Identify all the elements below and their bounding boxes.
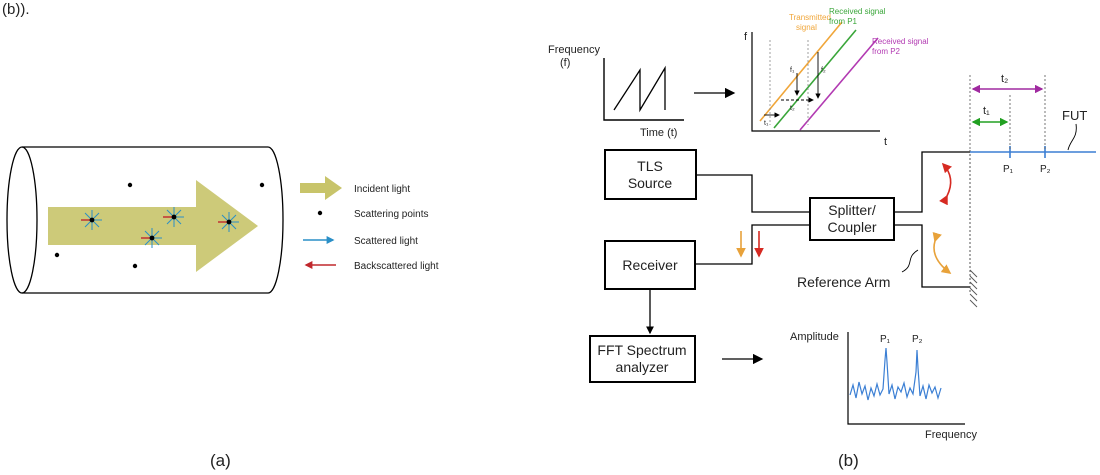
scattering-point	[54, 252, 60, 258]
transmitted-signal-line	[759, 21, 843, 122]
orange-curved-arrow	[932, 231, 952, 274]
receiver-to-splitter-wire	[695, 224, 810, 265]
transmitted-label-2: signal	[796, 23, 817, 32]
legend: Incident light Scattering points Scatter…	[300, 176, 439, 272]
legend-scattering-label: Scattering points	[354, 209, 429, 220]
legend-incident-swatch	[300, 176, 342, 200]
top-text: (b)).	[2, 1, 30, 18]
splitter-to-reference-wire	[894, 224, 970, 288]
fft-analyzer-block	[589, 335, 696, 383]
sweep-xlabel: Time (t)	[640, 127, 677, 139]
scattering-center	[218, 212, 239, 232]
fiber-t2-label: t₂	[1001, 73, 1008, 85]
splitter-label: Splitter/	[828, 202, 876, 218]
spectrum-ylabel: Amplitude	[790, 331, 839, 343]
sweep-plot: Frequency (f) Time (t)	[548, 44, 736, 139]
received-p1-label: Received signal	[829, 7, 886, 16]
beat-f1-label: f₁	[790, 67, 795, 74]
fiber-p1-label: P₁	[1003, 164, 1014, 175]
scattering-point	[259, 182, 265, 188]
reference-arm-label: Reference Arm	[797, 274, 890, 290]
legend-scattering-swatch	[317, 210, 323, 216]
spectrum-xlabel: Frequency	[925, 429, 977, 441]
tls-source-label-2: Source	[628, 175, 673, 191]
tls-source-block	[604, 149, 697, 200]
legend-scattered-label: Scattered light	[354, 236, 418, 247]
sweep-ylabel: Frequency	[548, 44, 600, 56]
received-p1-label-2: from P1	[829, 17, 858, 26]
fiber-t1-label: t₁	[983, 105, 990, 117]
beat-f-label: f	[744, 31, 748, 43]
tls-source-label: TLS	[637, 158, 663, 174]
spectrum-trace	[849, 347, 942, 401]
received-p2-line	[799, 37, 879, 131]
incident-light-arrow	[48, 180, 258, 272]
scattering-point	[132, 263, 138, 269]
beat-f2-label: f₂	[821, 67, 826, 74]
red-curved-arrow	[939, 162, 952, 206]
fut-label: FUT	[1062, 108, 1087, 123]
splitter-label-2: Coupler	[827, 219, 876, 235]
fut-leader	[1067, 123, 1077, 151]
caption-b: (b)	[838, 451, 859, 470]
tls-to-splitter-wire	[696, 174, 810, 213]
spectrum-p2-label: P₂	[912, 334, 923, 345]
beat-diagram: f t Transmitted signal Received signal f…	[744, 7, 929, 148]
mirror-hatch	[969, 269, 978, 308]
caption-a: (a)	[210, 451, 231, 470]
fiber-cylinder	[6, 146, 284, 294]
splitter-to-fut-wire	[894, 151, 970, 213]
fft-label: FFT Spectrum	[597, 342, 686, 358]
splitter-coupler-block	[809, 197, 895, 241]
received-p2-label: Received signal	[872, 37, 929, 46]
received-p1-line	[773, 29, 857, 129]
sweep-ylabel-symbol: (f)	[560, 57, 570, 69]
panel-b: Frequency (f) Time (t) f t Transmitted s…	[548, 7, 1096, 470]
legend-backscattered-label: Backscattered light	[354, 261, 439, 272]
spectrum-plot: Amplitude Frequency P₁ P₂	[790, 331, 977, 441]
fft-label-2: analyzer	[616, 359, 669, 375]
scattering-center	[163, 207, 184, 227]
sawtooth-signal	[613, 65, 666, 113]
reference-arm-leader	[901, 249, 919, 273]
beat-t2-label: t₂	[790, 105, 795, 112]
fiber-p2-label: P₂	[1040, 164, 1051, 175]
transmitted-label: Transmitted	[789, 13, 831, 22]
spectrum-p1-label: P₁	[880, 334, 891, 345]
beat-t1-label: t₁	[764, 120, 769, 127]
beat-t-label: t	[884, 136, 887, 148]
receiver-label: Receiver	[622, 257, 678, 273]
scattering-center	[81, 210, 102, 230]
legend-incident-label: Incident light	[354, 184, 410, 195]
panel-a: Incident light Scattering points Scatter…	[6, 146, 439, 470]
received-p2-label-2: from P2	[872, 47, 901, 56]
scattering-point	[127, 182, 133, 188]
scattering-center	[141, 228, 162, 248]
